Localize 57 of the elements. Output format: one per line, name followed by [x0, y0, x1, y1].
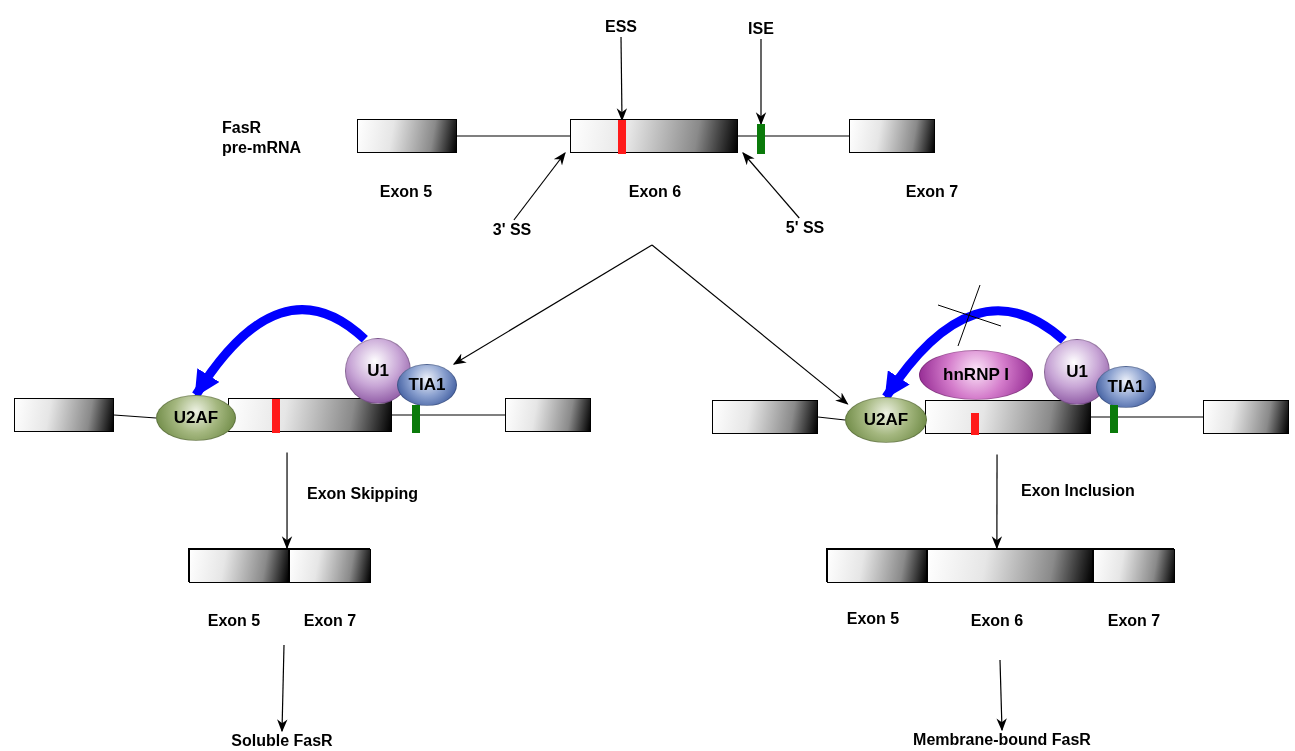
enhancer-mark [412, 405, 420, 433]
exon-label: Exon 7 [905, 182, 959, 202]
exon-label: Exon 5 [207, 611, 261, 631]
arrow [742, 152, 800, 219]
exon-bar [505, 398, 591, 432]
arrow [277, 644, 288, 733]
intron-line [113, 414, 157, 419]
site-label: ISE [748, 19, 774, 39]
exon-bar [188, 548, 370, 582]
protein-ellipse: hnRNP I [919, 350, 1033, 400]
exon-bar [357, 119, 457, 153]
site-label: 5' SS [785, 218, 825, 238]
intron-line [817, 416, 846, 421]
exon-bar [14, 398, 114, 432]
silencer-mark [272, 399, 280, 433]
silencer-mark [618, 120, 626, 154]
protein-ellipse: U2AF [156, 395, 236, 441]
protein-ellipse: TIA1 [397, 364, 457, 406]
exon-bar [570, 119, 738, 153]
arrow [651, 244, 849, 405]
arrow [991, 453, 1003, 550]
exon-bar [228, 398, 392, 432]
exon-bar [927, 549, 1093, 583]
enhancer-mark [1110, 405, 1118, 433]
exon-bar [712, 400, 818, 434]
exon-label: Exon 7 [303, 611, 357, 631]
exon-label: Exon 5 [379, 182, 433, 202]
exon-bar [289, 549, 371, 583]
protein-ellipse: U2AF [845, 397, 927, 443]
exon-bar [189, 549, 289, 583]
intron-line [456, 135, 571, 137]
enhancer-mark [757, 124, 765, 154]
arrow [996, 659, 1007, 732]
molecule-label: FasR pre-mRNA [222, 118, 303, 158]
exon-label: Exon 5 [846, 609, 900, 629]
arrow [281, 451, 293, 550]
site-label: Soluble FasR [231, 731, 333, 751]
exon-label: Exon 7 [1107, 611, 1161, 631]
intron-line [737, 135, 850, 137]
exon-label: Exon 6 [970, 611, 1024, 631]
site-label: ESS [605, 17, 637, 37]
exon-bar [925, 400, 1091, 434]
exon-bar [826, 548, 1174, 582]
arrow [755, 38, 767, 126]
silencer-mark [971, 413, 979, 435]
exon-bar [1203, 400, 1289, 434]
exon-label: Exon 6 [628, 182, 682, 202]
site-label: 3' SS [492, 220, 532, 240]
arrow [452, 244, 653, 365]
intron-line [1090, 416, 1204, 418]
protein-ellipse: TIA1 [1096, 366, 1156, 408]
intron-line [391, 414, 506, 416]
exon-bar [849, 119, 935, 153]
exon-bar [827, 549, 927, 583]
arrow [513, 151, 566, 221]
exon-bar [1093, 549, 1175, 583]
site-label: Membrane-bound FasR [913, 730, 1091, 750]
